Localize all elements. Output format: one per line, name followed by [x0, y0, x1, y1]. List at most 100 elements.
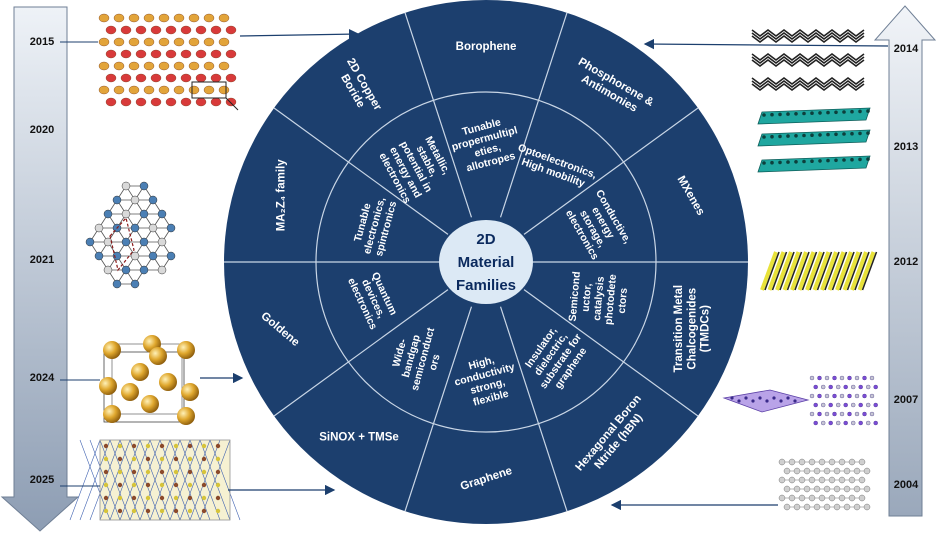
atom-dot [201, 508, 207, 514]
carbon-atom [813, 503, 821, 511]
carbon-atom [818, 458, 826, 466]
carbon-atom [793, 503, 801, 511]
carbon-atom [863, 467, 871, 475]
atom-dot [826, 158, 830, 163]
carbon-atom [783, 467, 791, 475]
connector-arrows [60, 28, 889, 511]
connector-2015-borophene [239, 28, 360, 40]
carbon-atom [863, 485, 871, 493]
lattice-line [209, 439, 241, 521]
atom-dot [201, 495, 207, 501]
atom-dot [210, 25, 222, 35]
atom-dot [173, 37, 185, 47]
right-timeline-arrow [873, 5, 937, 517]
atom-dot [180, 49, 192, 59]
tmdc-chalcogen [760, 251, 778, 291]
atom-dot [810, 111, 814, 115]
atom-dot [187, 456, 193, 462]
atom-dot [201, 482, 207, 488]
family-name-line: (TMDCs) [700, 305, 712, 352]
carbon-atom [853, 503, 861, 511]
atom-dot [143, 13, 155, 23]
wheel-spoke [499, 12, 568, 218]
gold-atom [131, 363, 149, 381]
atom-dot [862, 375, 867, 381]
carbon-atom [823, 485, 831, 493]
atom-dot [159, 443, 165, 449]
left-year-label: 2015 [30, 36, 54, 48]
atom-dot [188, 61, 200, 71]
carbon-atom [838, 494, 846, 502]
atom-dot [778, 134, 782, 139]
atom-dot [215, 469, 221, 475]
atom-dot [173, 13, 185, 23]
atom-dot [131, 443, 137, 449]
atom-dot [128, 37, 140, 47]
carbon-atom [838, 476, 846, 484]
atom-dot [810, 133, 814, 137]
right-year-label: 2013 [894, 141, 918, 153]
phosphorene-layer [751, 80, 865, 88]
atom-dot [858, 157, 862, 162]
carbon-atom [823, 467, 831, 475]
atom-dot [188, 85, 200, 95]
atom-dot [215, 443, 221, 449]
atom-dot [120, 49, 132, 59]
atom-dot [117, 443, 123, 449]
atom-dot [103, 469, 109, 475]
mxene-structure-image [757, 107, 871, 173]
carbon-atom [778, 494, 786, 502]
center-title-line1: 2D [476, 231, 495, 248]
atom-dot [778, 160, 782, 165]
family-property: Semiconductor,catalysisphotodetectors [567, 270, 632, 326]
atom-dot [821, 402, 826, 408]
atom-dot [818, 159, 822, 163]
atom-dot [210, 97, 222, 107]
pointer-line [225, 97, 239, 111]
atom-dot [836, 420, 841, 426]
atom-dot [218, 37, 230, 47]
atom-dot [157, 237, 167, 247]
gold-atom [103, 405, 121, 423]
atom-dot [850, 131, 854, 136]
atom-dot [159, 508, 165, 514]
carbon-atom [843, 467, 851, 475]
tmdc-chalcogen [842, 251, 861, 291]
atom-dot [103, 482, 109, 488]
right-year-label: 2004 [894, 479, 919, 491]
hbn-structure-image [722, 375, 878, 426]
atom-dot [131, 469, 137, 475]
family-name-line: Chalcogenides [686, 288, 698, 370]
atom-dot [786, 134, 790, 138]
atom-dot [866, 402, 871, 408]
family-name-line: SiNOX + TMSe [319, 432, 399, 444]
atom-dot [121, 209, 131, 219]
unit-cell-outline [109, 216, 135, 272]
atom-dot [135, 25, 147, 35]
atom-dot [762, 135, 766, 139]
atom-dot [187, 508, 193, 514]
atom-dot [858, 131, 862, 136]
atom-dot [187, 495, 193, 501]
gold-atom [177, 341, 195, 359]
atom-dot [762, 113, 766, 117]
atom-dot [130, 251, 140, 261]
atom-dot [145, 469, 151, 475]
graphene-structure-image [778, 458, 871, 511]
atom-dot [120, 25, 132, 35]
atom-dot [869, 375, 875, 381]
tmdc-metal [801, 251, 818, 291]
atom-dot [809, 375, 815, 381]
atom-dot [128, 13, 140, 23]
carbon-atom [788, 494, 796, 502]
atom-dot [215, 495, 221, 501]
carbon-atom [813, 467, 821, 475]
atom-dot [203, 37, 215, 47]
atom-dot [778, 112, 782, 117]
borophene-structure-image [95, 12, 239, 112]
family-property-line: photodete [603, 274, 619, 326]
atom-dot [858, 384, 863, 390]
atom-dot [851, 402, 856, 408]
atom-dot [165, 73, 177, 83]
